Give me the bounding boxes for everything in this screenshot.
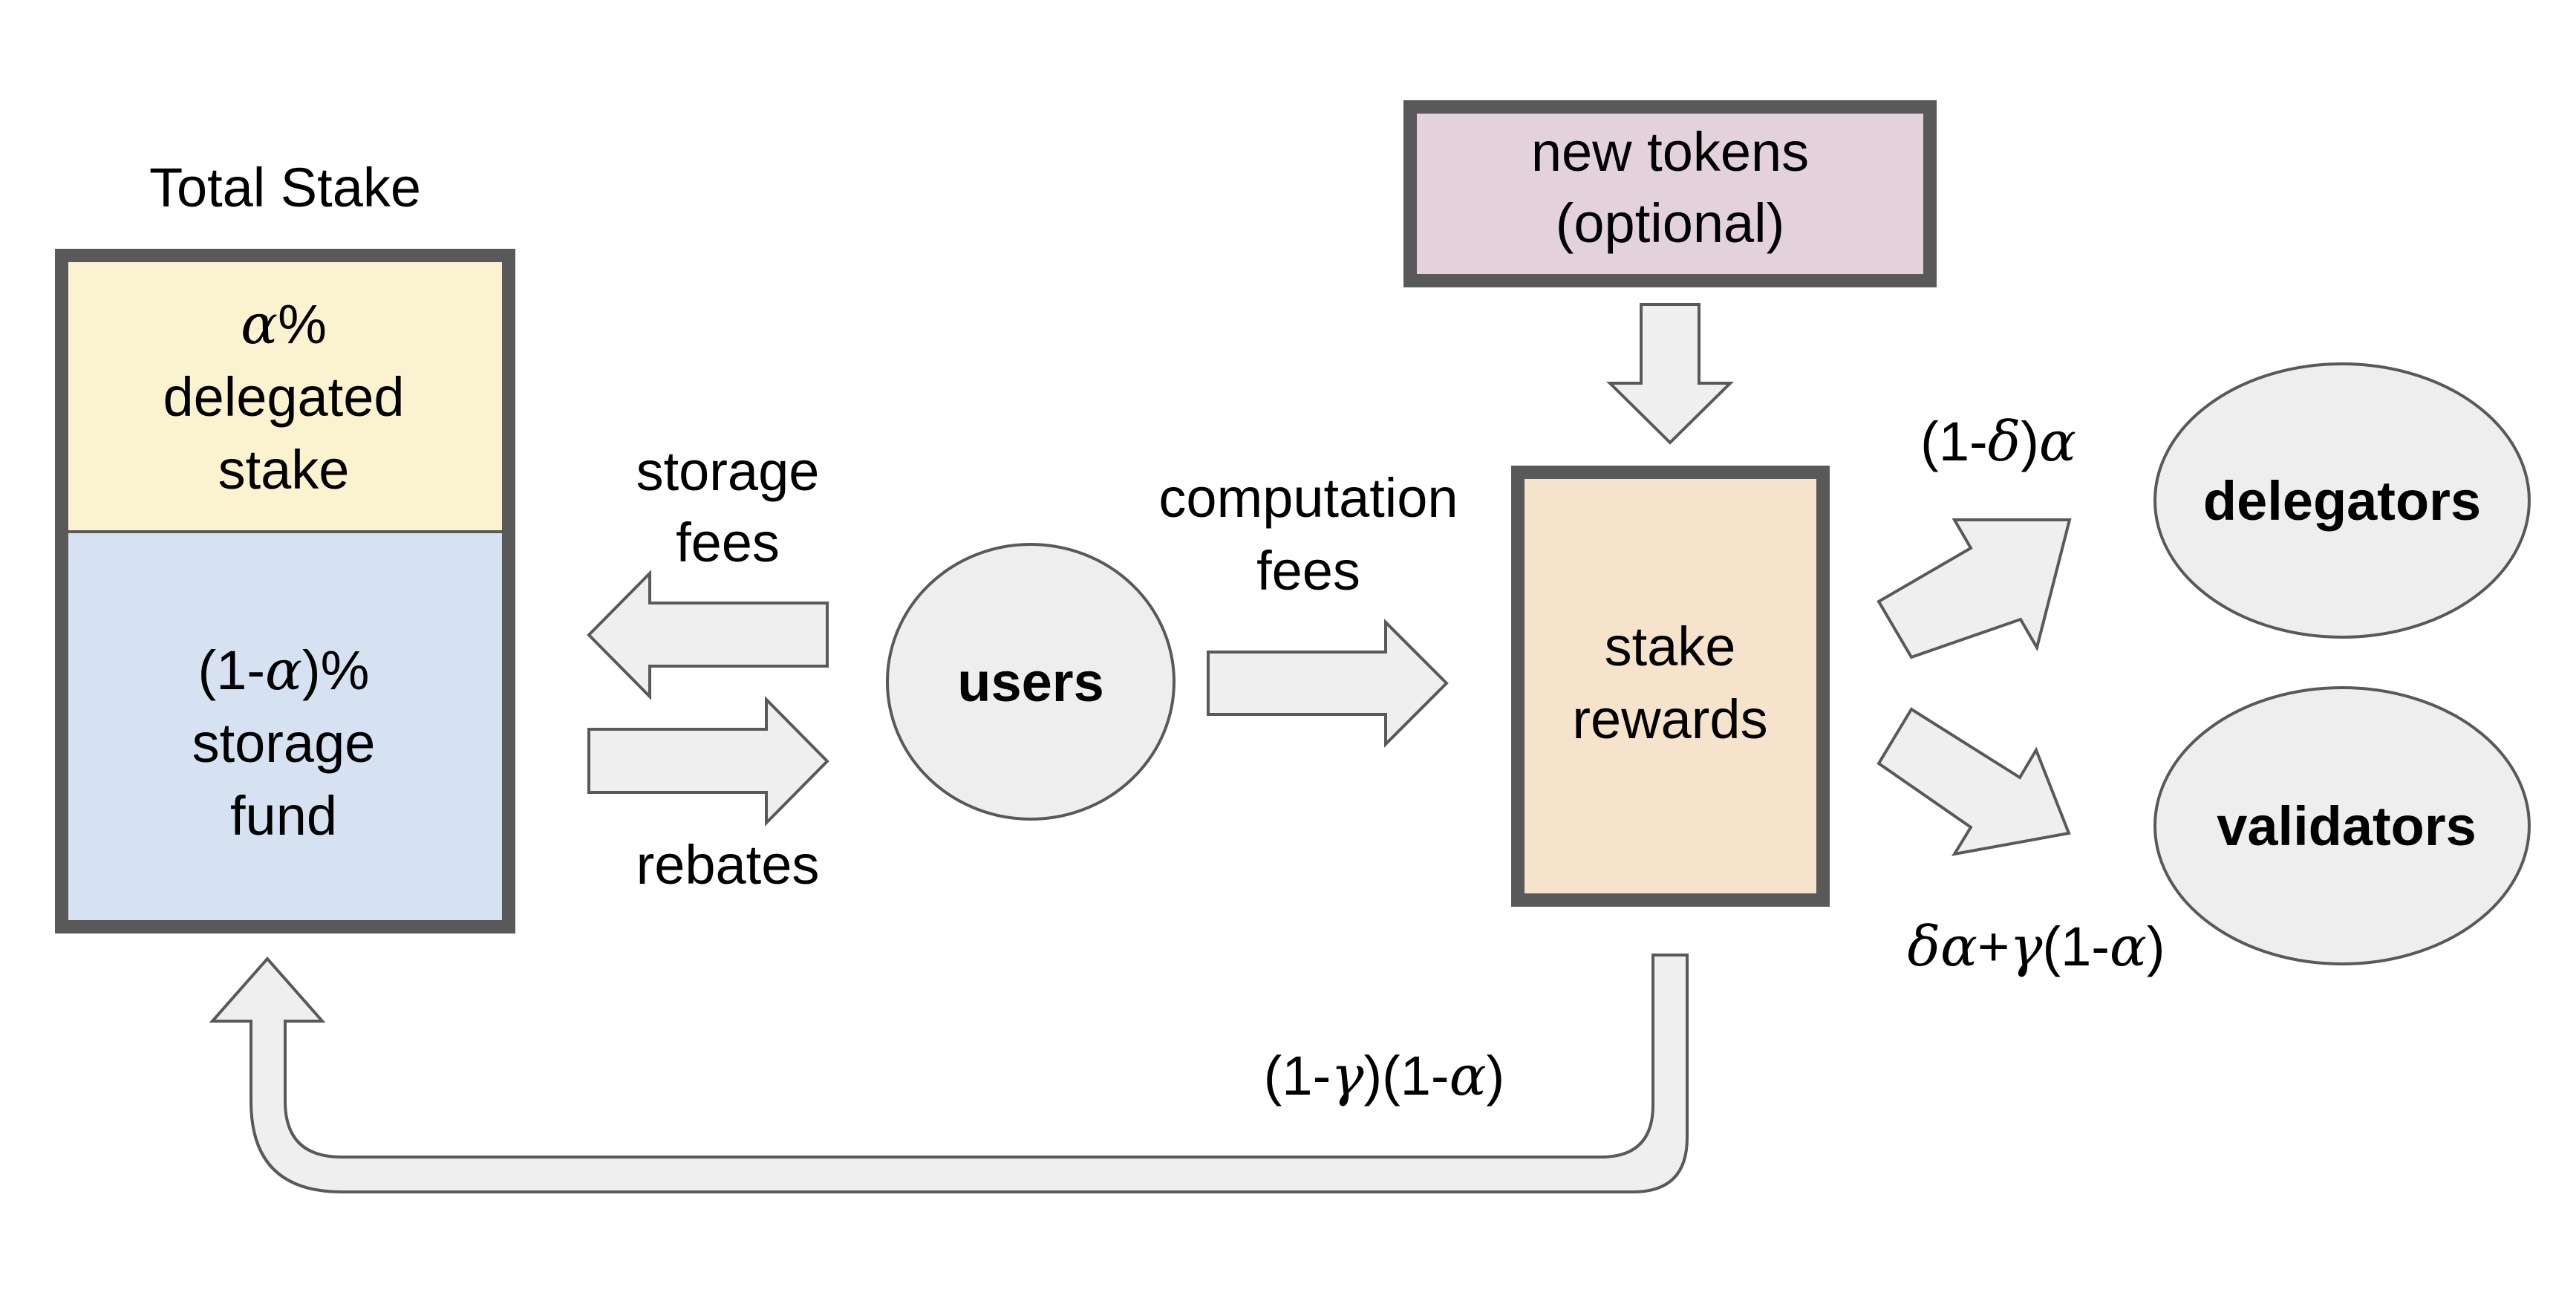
users-label: users xyxy=(957,651,1103,713)
arrow-right-icon xyxy=(1207,619,1449,748)
validators-label: validators xyxy=(2217,795,2476,857)
storage-return-formula: (1-γ)(1-α) xyxy=(1264,1044,1504,1108)
storage-label: storage xyxy=(192,712,376,774)
delegators-share-formula: (1-δ)α xyxy=(1920,410,2076,474)
stake-label: stake xyxy=(218,439,350,501)
fund-label: fund xyxy=(230,785,337,847)
storage-fees-line1: storage xyxy=(636,440,820,502)
stake-rewards-line2: rewards xyxy=(1572,688,1767,750)
storage-percent: (1-α)% xyxy=(198,639,370,703)
users-node xyxy=(886,543,1175,821)
u-turn-arrow-icon xyxy=(209,954,1689,1193)
computation-fees-line2: fees xyxy=(1256,540,1360,602)
stake-rewards-box xyxy=(1511,466,1830,907)
new-tokens-box xyxy=(1403,100,1937,287)
arrow-down-icon xyxy=(1606,303,1734,445)
storage-fund-section xyxy=(62,532,509,927)
arrow-right-icon xyxy=(587,696,829,827)
validators-node xyxy=(2153,686,2531,965)
arrow-left-icon xyxy=(587,570,829,700)
total-stake-title: Total Stake xyxy=(149,157,421,218)
total-stake-box xyxy=(55,249,515,933)
delegated-label: delegated xyxy=(163,366,404,428)
validators-share-formula: δα+γ(1-α) xyxy=(1907,915,2165,979)
new-tokens-label: new tokens xyxy=(1531,121,1809,183)
delegators-node xyxy=(2153,362,2531,639)
rebates-label: rebates xyxy=(636,834,820,896)
optional-label: (optional) xyxy=(1556,192,1785,254)
arrow-down-right-icon xyxy=(1876,707,2071,856)
delegated-percent: α% xyxy=(241,293,327,356)
arrow-up-right-icon xyxy=(1876,518,2072,659)
computation-fees-line1: computation xyxy=(1158,467,1458,529)
storage-fees-line2: fees xyxy=(676,512,780,573)
delegators-label: delegators xyxy=(2203,470,2481,532)
stake-rewards-line1: stake xyxy=(1605,616,1736,677)
delegated-stake-section xyxy=(62,255,509,532)
